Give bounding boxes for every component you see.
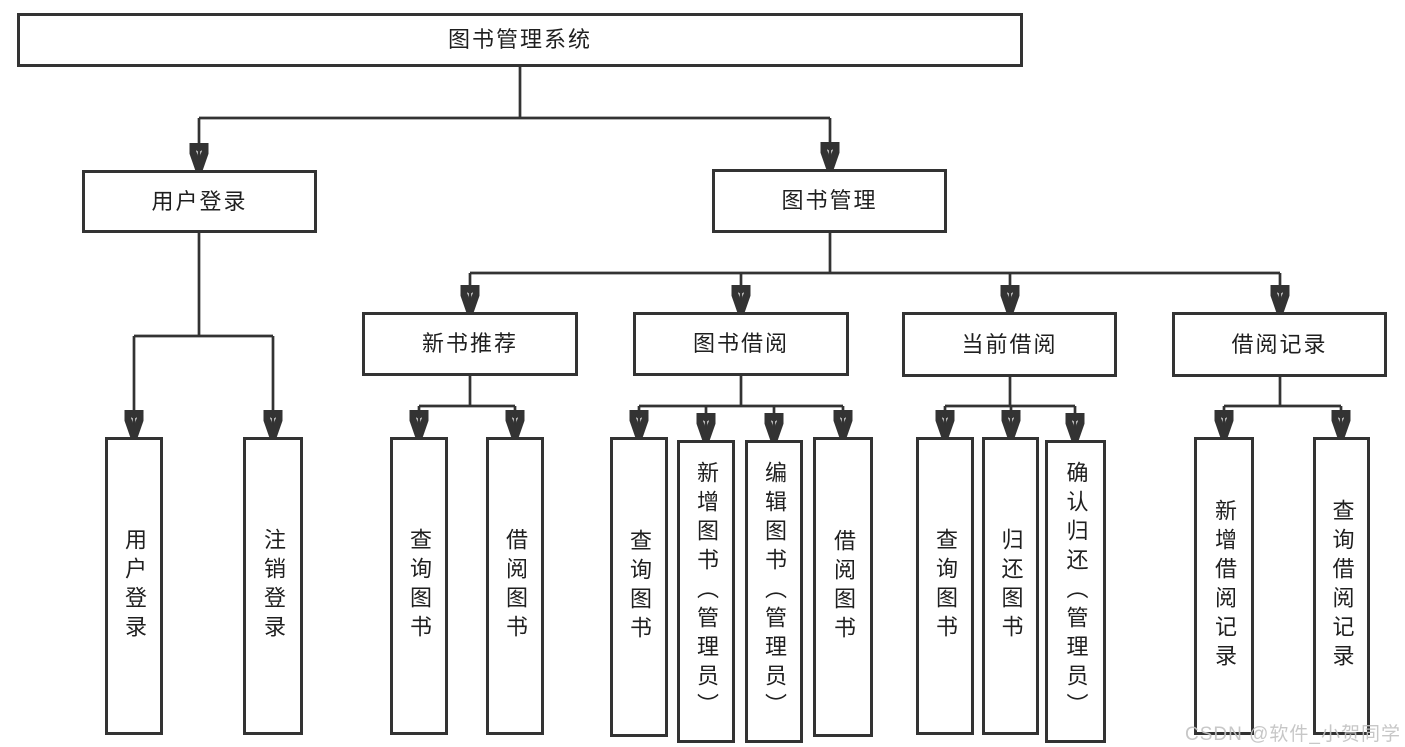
node-leaf-br-query-record: 查询借阅记录 bbox=[1313, 437, 1370, 735]
node-new-book-recommend: 新书推荐 bbox=[362, 312, 578, 376]
node-leaf-cb-return-books: 归还图书 bbox=[982, 437, 1039, 735]
node-leaf-nb-query-books: 查询图书 bbox=[390, 437, 448, 735]
node-leaf-bb-query-books: 查询图书 bbox=[610, 437, 668, 737]
node-current-borrow: 当前借阅 bbox=[902, 312, 1117, 377]
node-book-management: 图书管理 bbox=[712, 169, 947, 233]
node-leaf-br-add-record: 新增借阅记录 bbox=[1194, 437, 1254, 735]
node-leaf-nb-borrow-books: 借阅图书 bbox=[486, 437, 544, 735]
node-user-login: 用户登录 bbox=[82, 170, 317, 233]
node-borrow-records: 借阅记录 bbox=[1172, 312, 1387, 377]
node-leaf-bb-add-books-admin: 新增图书（管理员） bbox=[677, 440, 735, 743]
node-leaf-bb-borrow-books: 借阅图书 bbox=[813, 437, 873, 737]
node-book-borrow: 图书借阅 bbox=[633, 312, 849, 376]
node-leaf-logout: 注销登录 bbox=[243, 437, 303, 735]
node-root: 图书管理系统 bbox=[17, 13, 1023, 67]
node-leaf-user-login: 用户登录 bbox=[105, 437, 163, 735]
node-leaf-cb-confirm-return-admin: 确认归还（管理员） bbox=[1045, 440, 1106, 743]
node-leaf-cb-query-books: 查询图书 bbox=[916, 437, 974, 735]
node-leaf-bb-edit-books-admin: 编辑图书（管理员） bbox=[745, 440, 803, 743]
